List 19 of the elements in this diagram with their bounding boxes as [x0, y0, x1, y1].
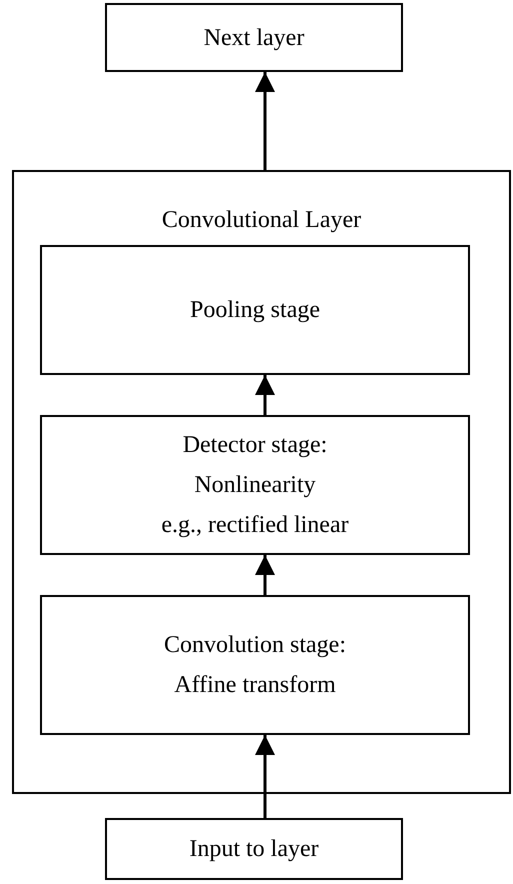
layer-container	[12, 170, 511, 794]
stage-box	[105, 818, 403, 880]
stage-label: e.g., rectified linear	[161, 511, 349, 540]
arrow	[255, 735, 275, 818]
stage-box	[40, 415, 470, 555]
stage-label: Next layer	[204, 24, 304, 52]
stage-label: Detector stage:	[182, 431, 328, 460]
stage-box	[40, 595, 470, 735]
layer-title: Convolutional Layer	[162, 206, 362, 235]
stage-label: Convolution stage:	[164, 631, 346, 660]
stage-box	[40, 245, 470, 375]
arrow	[255, 72, 275, 170]
arrow	[255, 375, 275, 415]
stage-box	[105, 3, 403, 72]
stage-label: Pooling stage	[190, 296, 320, 325]
arrow	[255, 555, 275, 595]
stage-label: Affine transform	[174, 671, 336, 700]
stage-label: Nonlinearity	[194, 471, 316, 500]
stage-label: Input to layer	[189, 835, 319, 864]
